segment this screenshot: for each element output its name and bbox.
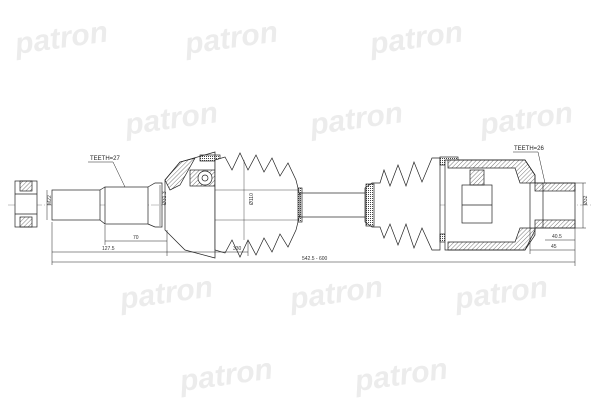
watermark: patron [287,270,385,316]
dimension-lines [46,151,586,266]
dim-spline-length: 70 [133,235,139,241]
dim-inner-spline: 40.5 [552,234,562,240]
outer-stub-shaft [51,182,163,228]
axle-nut [14,180,38,228]
watermark: patron [477,96,575,142]
watermark: patron [122,96,220,142]
teeth-left-label: TEETH=27 [90,156,121,162]
watermark: patron [452,270,550,316]
dim-shaft-length: 330 [233,246,242,252]
dim-inner-stub: 45 [551,244,557,250]
watermark: patron [12,15,110,61]
outer-boot [214,152,301,258]
watermark: patron [117,270,215,316]
watermark: patron [367,15,465,61]
watermark: patron [182,15,280,61]
inner-stub-shaft [529,182,576,229]
tripod-housing [444,159,536,251]
dim-outer-joint-length: 127.5 [102,246,115,252]
dia-boot-left: Ø110 [249,193,255,205]
dia-shaft-left: Ø31.3 [162,191,168,205]
outer-cv-joint [164,151,221,259]
main-shaft [297,187,371,223]
watermark: patron [352,352,450,398]
watermark: patron [307,96,405,142]
watermark: patron [177,352,275,398]
dia-stub-right: Ø32 [583,195,589,205]
inner-boot [364,157,441,251]
dia-stub-left: M22 [47,195,53,205]
watermarks: patron patron patron patron patron patro… [12,15,575,398]
teeth-right-label: TEETH=26 [514,146,545,152]
dim-total-length: 542.5 - 600 [302,256,328,262]
